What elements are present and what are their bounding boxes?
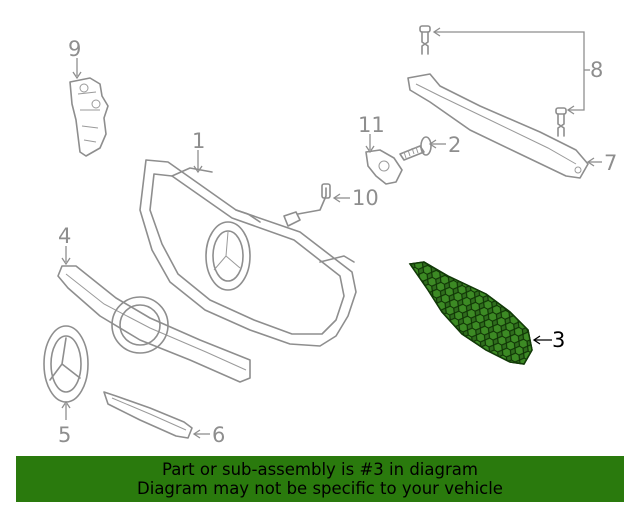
callout-3: 3: [552, 328, 565, 352]
part-10-sensor: [283, 183, 331, 227]
callout-1: 1: [192, 129, 205, 153]
banner-line-2: Diagram may not be specific to your vehi…: [137, 479, 503, 498]
callout-7: 7: [604, 151, 617, 175]
callout-9: 9: [68, 37, 81, 61]
callout-8: 8: [590, 58, 603, 82]
callout-2: 2: [448, 133, 461, 157]
banner-line-1: Part or sub-assembly is #3 in diagram: [162, 460, 478, 479]
part-8-bolts: [419, 25, 567, 137]
info-banner: Part or sub-assembly is #3 in diagram Di…: [16, 456, 624, 502]
callout-11: 11: [358, 113, 385, 137]
part-7-support: [407, 73, 589, 179]
part-6-lower-trim: [103, 391, 193, 439]
part-3-lower-grille-insert: [408, 261, 533, 365]
callout-5: 5: [58, 423, 71, 447]
part-4-trim: [57, 265, 251, 383]
callout-6: 6: [212, 423, 225, 447]
part-11-clip: [365, 149, 403, 185]
part-1-grille: [139, 159, 357, 347]
part-9-bracket: [69, 77, 109, 157]
part-5-emblem: [43, 325, 89, 403]
parts-diagram: 9 1 11 2 10: [43, 25, 617, 447]
callout-10: 10: [352, 186, 379, 210]
callout-4: 4: [58, 224, 71, 248]
part-2-screw: [399, 136, 432, 161]
